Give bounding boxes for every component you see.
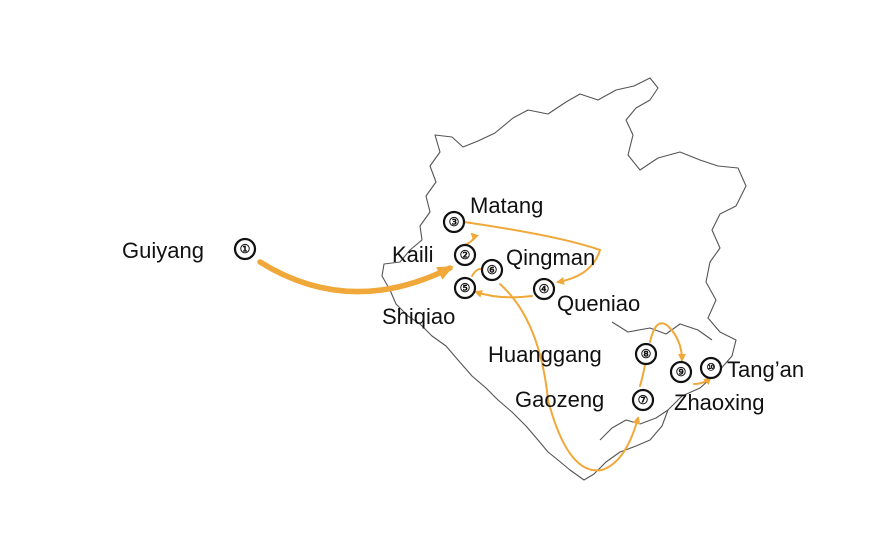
- stop-guiyang: ① Guiyang: [122, 237, 257, 263]
- stop-number: ⑦: [638, 393, 649, 407]
- stop-marker: [532, 277, 556, 301]
- route-3-4: [463, 221, 602, 285]
- route-4-5: [474, 290, 533, 299]
- stop-label: Shiqiao: [382, 304, 455, 329]
- route-6-7: [499, 283, 641, 472]
- stop-number: ⑩: [707, 363, 716, 374]
- stop-marker: [699, 356, 723, 380]
- stop-number: ⑧: [641, 347, 652, 361]
- stop-marker: [480, 258, 504, 282]
- stop-gaozeng: ⑦ Gaozeng: [515, 387, 655, 412]
- stop-label: Qingman: [506, 245, 595, 270]
- route-7-8: [639, 363, 646, 387]
- stop-zhaoxing: ⑨ Zhaoxing: [669, 360, 765, 415]
- stop-shiqiao: ⑤ Shiqiao: [382, 276, 477, 329]
- stop-marker: [453, 243, 477, 267]
- stop-number: ④: [539, 282, 550, 296]
- stop-number: ②: [460, 248, 471, 262]
- stop-huanggang: ⑧ Huanggang: [488, 342, 658, 367]
- stop-number: ⑥: [487, 263, 498, 277]
- stop-queniao: ④ Queniao: [532, 277, 640, 316]
- stop-number: ①: [240, 242, 251, 256]
- stop-marker: [634, 342, 658, 366]
- stop-marker: [453, 276, 477, 300]
- stop-label: Huanggang: [488, 342, 602, 367]
- stop-label: Zhaoxing: [674, 390, 765, 415]
- route-9-10: [693, 376, 712, 386]
- stop-kaili: ② Kaili: [392, 242, 477, 267]
- stop-label: Tang’an: [727, 357, 804, 382]
- stop-label: Gaozeng: [515, 387, 604, 412]
- stop-label: Kaili: [392, 242, 434, 267]
- stop-label: Guiyang: [122, 238, 204, 263]
- stop-number: ⑤: [460, 281, 471, 295]
- stop-marker: [233, 237, 257, 261]
- stop-label: Queniao: [557, 291, 640, 316]
- stop-matang: ③ Matang: [442, 193, 543, 234]
- region-border: [381, 77, 747, 481]
- county-border: [599, 409, 669, 441]
- stop-number: ③: [449, 215, 460, 229]
- stop-marker: [442, 210, 466, 234]
- stop-qingman: ⑥ Qingman: [480, 245, 595, 282]
- route-8-9: [649, 322, 686, 362]
- county-border: [611, 321, 713, 341]
- stop-marker: [669, 360, 693, 384]
- stop-number: ⑨: [676, 365, 687, 379]
- stop-marker: [631, 388, 655, 412]
- stop-label: Matang: [470, 193, 543, 218]
- route-1-2: [257, 259, 454, 295]
- stop-tangan: ⑩ Tang’an: [699, 356, 804, 382]
